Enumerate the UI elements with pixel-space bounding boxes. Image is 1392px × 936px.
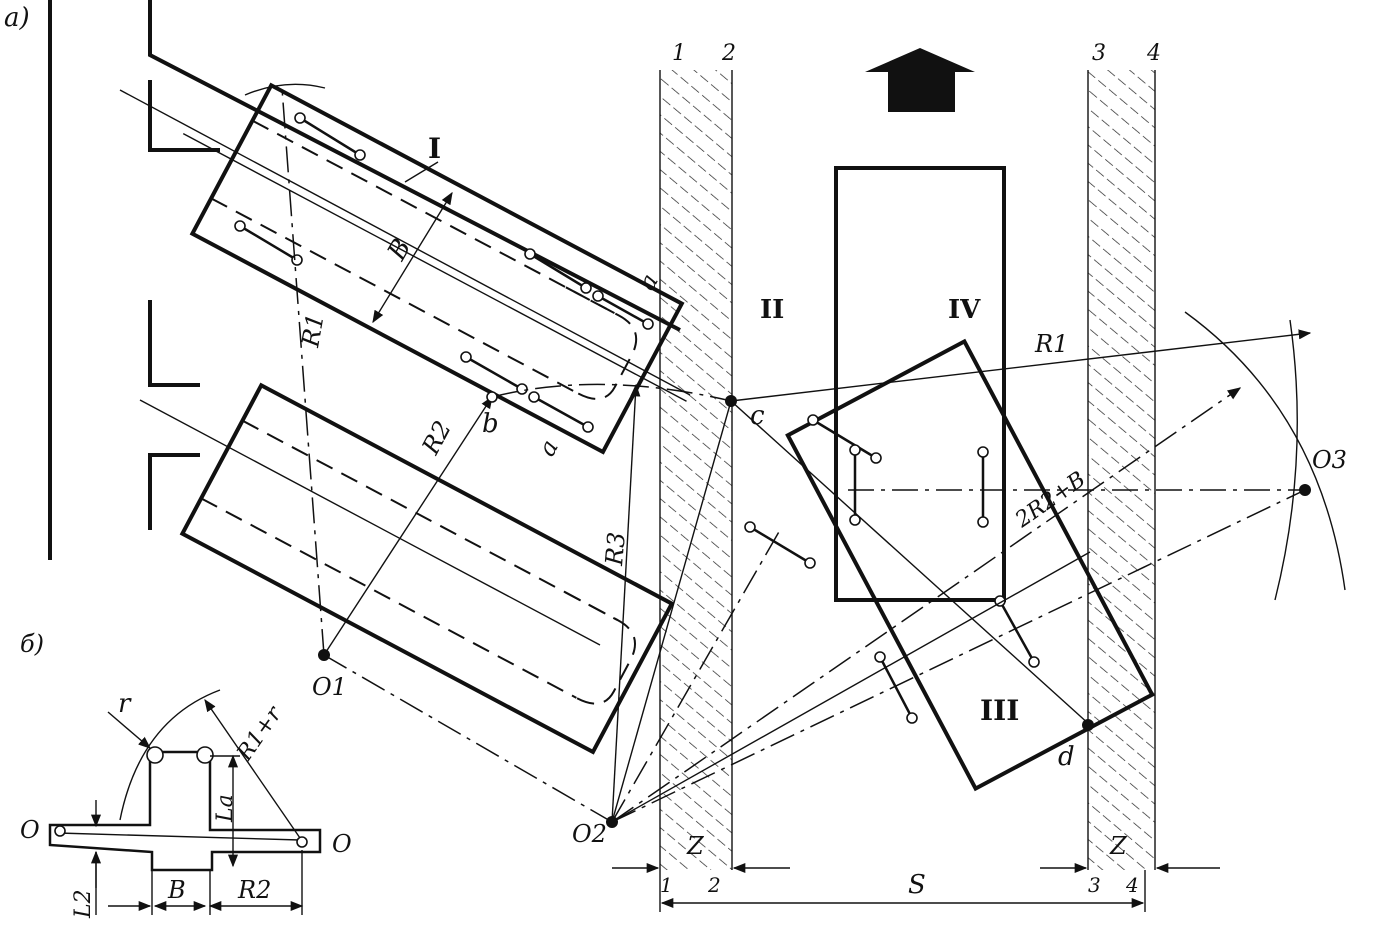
dimension-2r2-b: 2R2+B bbox=[1010, 467, 1090, 533]
zone-iv-rectangle bbox=[834, 166, 1006, 602]
detail-l2-label: L2 bbox=[71, 889, 96, 919]
bottom-edge-4-label: 4 bbox=[1125, 873, 1139, 897]
zone-i-label: I bbox=[428, 132, 441, 165]
bottom-dimensions bbox=[612, 862, 1220, 912]
zone-iv-label: IV bbox=[948, 295, 981, 325]
point-d bbox=[1082, 719, 1094, 731]
detail-o-left-label: O bbox=[20, 816, 40, 844]
panel-b-label: б) bbox=[20, 630, 44, 658]
bottom-edge-2-label: 2 bbox=[707, 873, 721, 897]
wall-edge-3-label: 3 bbox=[1092, 41, 1106, 66]
bottom-edge-1-label: 1 bbox=[660, 873, 673, 897]
point-b-label: b bbox=[482, 409, 499, 439]
wall-spacing-s: S bbox=[908, 870, 926, 900]
panel-a-label: a) bbox=[4, 3, 30, 33]
zone-ii-label: II bbox=[760, 295, 784, 325]
point-o1-label: O1 bbox=[312, 673, 347, 701]
construction-lines bbox=[244, 83, 1346, 823]
dimension-r1-left: R1 bbox=[296, 311, 330, 350]
vehicle-lower bbox=[179, 382, 675, 755]
right-wall-width-z: Z bbox=[1109, 832, 1128, 860]
vehicle-i bbox=[182, 82, 687, 455]
point-o2 bbox=[606, 816, 618, 828]
left-building-outline bbox=[48, 0, 691, 646]
point-c bbox=[725, 395, 737, 407]
detail-o-right-label: O bbox=[332, 830, 352, 858]
dimension-a-bottom: a bbox=[533, 435, 564, 461]
wall-edge-1-label: 1 bbox=[672, 41, 686, 66]
point-b bbox=[486, 391, 498, 403]
wall-edge-4-label: 4 bbox=[1146, 41, 1161, 66]
point-o2-label: O2 bbox=[572, 820, 607, 848]
detail-b-label: B bbox=[167, 876, 186, 904]
detail-r-label: r bbox=[118, 689, 132, 719]
axles bbox=[234, 112, 1040, 724]
dimension-r1-right: R1 bbox=[1034, 330, 1068, 358]
zone-iii-label: III bbox=[980, 694, 1019, 727]
point-d-label: d bbox=[1058, 742, 1075, 772]
dimension-r3: R3 bbox=[600, 531, 631, 568]
point-o1 bbox=[318, 649, 330, 661]
point-o3-label: O3 bbox=[1312, 446, 1347, 474]
detail-r1r-label: R1+r bbox=[232, 701, 288, 766]
point-o3 bbox=[1299, 484, 1311, 496]
detail-drawing bbox=[48, 689, 322, 915]
left-wall-width-z: Z bbox=[686, 832, 705, 860]
dimension-b: B bbox=[382, 234, 418, 266]
dimension-r2: R2 bbox=[416, 416, 457, 459]
bottom-edge-3-label: 3 bbox=[1088, 873, 1101, 897]
detail-la-label: La bbox=[213, 794, 238, 823]
left-wall bbox=[659, 70, 733, 870]
detail-r2-label: R2 bbox=[237, 876, 271, 904]
wall-edge-2-label: 2 bbox=[721, 41, 736, 66]
point-c-label: c bbox=[750, 401, 765, 431]
vehicle-iii bbox=[785, 338, 1155, 792]
up-arrow-icon bbox=[865, 48, 975, 112]
